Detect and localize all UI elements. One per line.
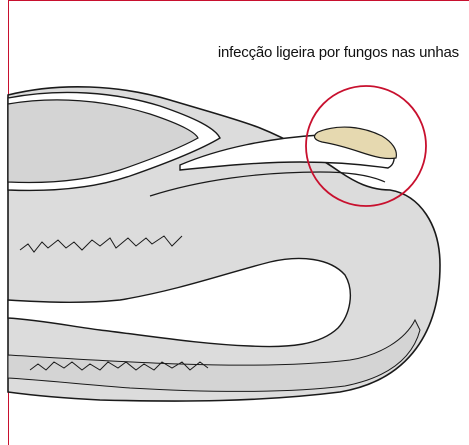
- nail-infection-diagram: infecção ligeira por fungos nas unhas: [0, 0, 469, 445]
- finger-cross-section-illustration: [0, 0, 469, 445]
